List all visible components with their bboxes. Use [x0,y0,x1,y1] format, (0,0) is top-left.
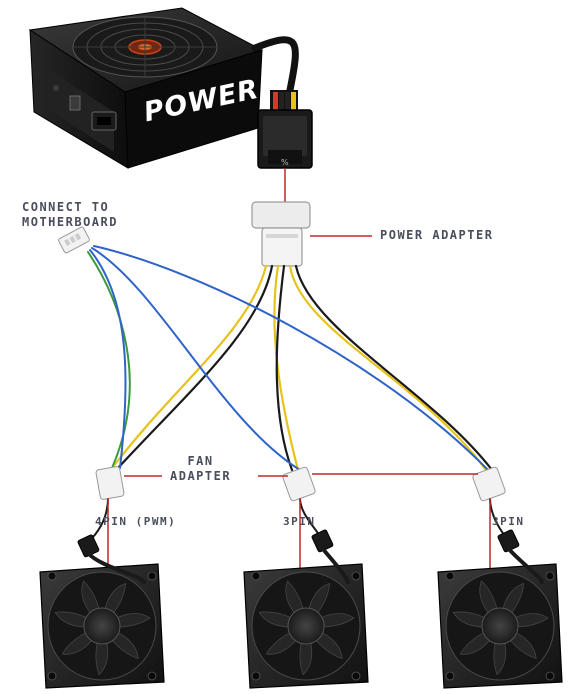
psu-cable [251,36,299,112]
psu-rear-panel [44,66,117,153]
label-motherboard-line1: CONNECT TO [22,200,110,214]
fan-left [39,534,165,689]
fan-adapter-connector-middle [282,466,316,502]
label-fan-adapter: FAN ADAPTER [170,454,231,484]
label-fan-left: 4PIN (PWM) [95,515,177,528]
label-fan-middle: 3PIN [283,515,316,528]
wires [87,245,509,543]
label-fan-adapter-line2: ADAPTER [170,469,232,483]
fan-right [437,529,563,689]
psu-molex-connector: % [257,109,313,169]
label-motherboard-line2: MOTHERBOARD [22,215,118,229]
label-power-adapter: POWER ADAPTER [380,228,494,242]
fan-middle [243,529,369,689]
fan-adapter-connector-left [95,466,125,500]
label-connect-to-motherboard: CONNECT TO MOTHERBOARD [22,200,118,230]
leader-lines-fan-adapter [107,473,491,568]
power-supply-unit: POWER [28,7,264,169]
label-fan-right: 3PIN [492,515,525,528]
power-adapter-connector [251,201,311,267]
svg-text:%: % [281,158,289,167]
motherboard-connector [58,226,90,254]
label-fan-adapter-line1: FAN [187,454,214,468]
fan-adapter-connector-right [472,466,506,502]
psu-fan-grille [72,16,218,78]
